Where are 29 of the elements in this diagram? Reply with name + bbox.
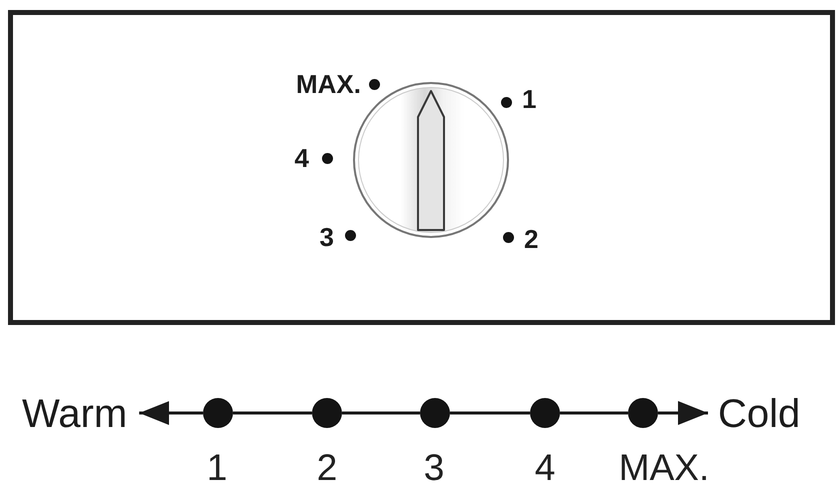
scale-label: MAX.	[618, 449, 710, 486]
scale-label: 3	[424, 449, 444, 486]
scale-dot	[420, 398, 450, 428]
scale-label: 2	[316, 449, 338, 486]
setting-dot	[502, 232, 514, 242]
arrow	[658, 401, 708, 425]
connector-line	[450, 412, 530, 414]
scale-dot	[312, 398, 342, 428]
connector-line	[342, 412, 420, 414]
scale-dot	[628, 398, 658, 428]
scale-end-label: Cold	[718, 394, 800, 434]
dial-setting-label: 1	[522, 86, 536, 112]
arrow	[139, 401, 203, 425]
setting-dot	[368, 78, 380, 90]
setting-dot	[500, 96, 512, 108]
dial-setting-label: 2	[524, 226, 538, 252]
scale-label: 4	[534, 449, 556, 486]
dial-setting-label: MAX.	[296, 71, 361, 97]
connector-line	[560, 412, 628, 414]
setting-dot	[344, 230, 356, 240]
scale-end-label: Warm	[22, 394, 128, 434]
scale-dot	[530, 398, 560, 428]
dial-setting-label: 4	[294, 145, 309, 171]
connector-line	[233, 412, 312, 414]
control-panel	[8, 10, 835, 325]
dial-setting-label: 3	[320, 224, 334, 250]
setting-dot	[322, 152, 332, 164]
scale-label: 1	[206, 449, 228, 486]
scale-dot	[203, 398, 233, 428]
